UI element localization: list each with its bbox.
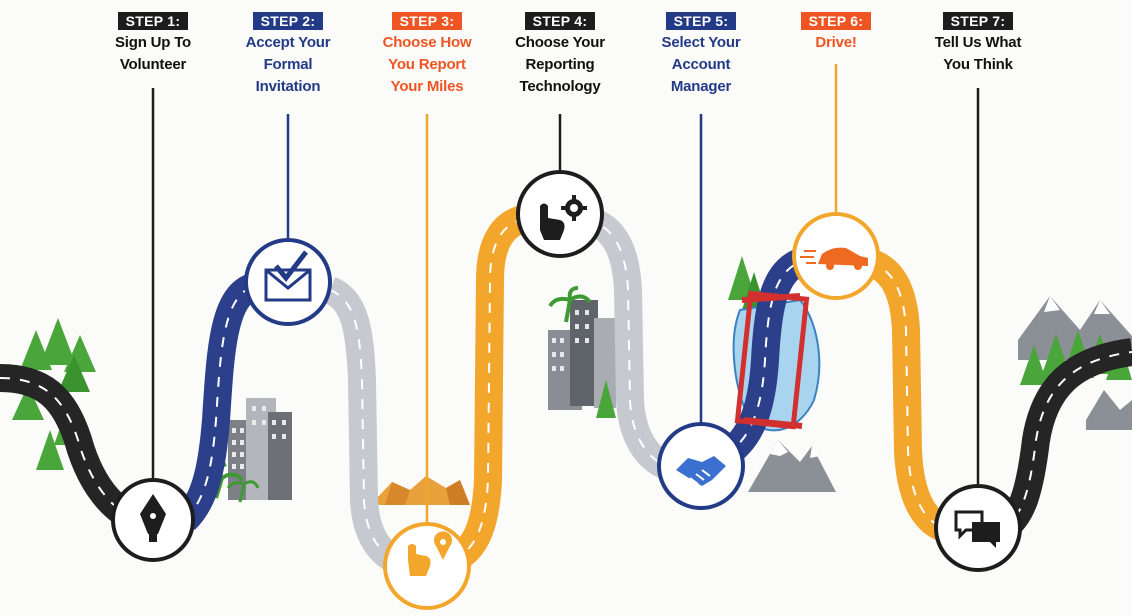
step-6-title: Drive! [815,34,857,51]
step-3-badge: STEP 3: [391,12,463,30]
speech-bubbles-icon [954,510,1000,548]
touch-gear-icon [540,195,587,240]
step2-marker [244,238,332,326]
step-7-title: Tell Us What You Think [934,34,1022,73]
desert-rocks [375,476,470,505]
bridge [734,290,810,430]
step7-marker [934,484,1022,572]
step-4-badge: STEP 4: [524,12,596,30]
step-1-title: Sign Up To Volunteer [114,34,192,73]
step5-marker [657,422,745,510]
step-3-label: STEP 3: Choose How You Report Your Miles [357,12,497,98]
step4-marker [516,170,604,258]
step-7-badge: STEP 7: [942,12,1014,30]
step-5-title: Select Your Account Manager [661,34,741,95]
step3-marker [383,522,471,610]
step-2-badge: STEP 2: [252,12,324,30]
handshake-icon [676,456,726,486]
step-6-label: STEP 6: Drive! [766,12,906,54]
step-3-title: Choose How You Report Your Miles [382,34,472,95]
step-2-title: Accept Your Formal Invitation [245,34,331,95]
step6-marker [792,212,880,300]
step-4-title: Choose Your Reporting Technology [515,34,605,95]
step-1-badge: STEP 1: [117,12,189,30]
connector-lines [151,64,980,522]
step1-marker [111,478,195,562]
step-5-label: STEP 5: Select Your Account Manager [631,12,771,98]
step-2-label: STEP 2: Accept Your Formal Invitation [218,12,358,98]
step-1-label: STEP 1: Sign Up To Volunteer [83,12,223,76]
map-pin-hand-icon [408,531,452,576]
step-6-badge: STEP 6: [800,12,872,30]
speeding-car-icon [800,247,868,270]
step-7-label: STEP 7: Tell Us What You Think [908,12,1048,76]
pen-nib-icon [140,494,166,542]
envelope-check-icon [264,250,312,302]
step-4-label: STEP 4: Choose Your Reporting Technology [490,12,630,98]
city-buildings-right [548,286,616,418]
step-5-badge: STEP 5: [665,12,737,30]
